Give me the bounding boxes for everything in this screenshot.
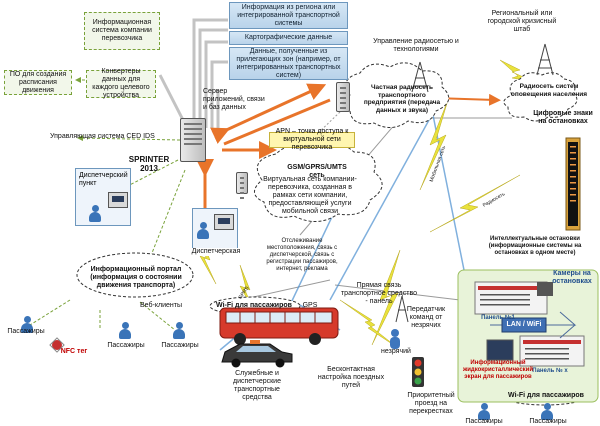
label-radio-mgmt: Управление радиосетью и технологиями [373,38,459,53]
dispatcher-person-1 [88,205,102,223]
portal-cloud [76,252,194,298]
radio-server [336,82,350,112]
label-ced-ids: Управляющая система CED IDS [50,133,155,140]
label-lcd-screen: Информационный жидкокристаллический экра… [462,360,534,380]
label-private-radio: Частная радиосеть транспортного предприя… [363,84,441,114]
label-dispatch-point: Диспетчерский пункт [79,172,128,187]
server-data-links [192,18,228,130]
label-passengers-2: Пассажиры [107,342,145,349]
dispatch-point-monitor [108,192,128,208]
label-lan-wifi: LAN / WiFi [506,321,542,328]
box-apn: APN – точка доступа к виртуальной сети п… [269,128,355,151]
link-company-system [158,74,185,121]
central-server [180,118,206,162]
box-po-schedule: ПО для создания расписания движения [4,70,72,95]
label-alert-network: Радиосеть систем оповещения населения [510,83,588,98]
alert-cloud [503,72,578,122]
label-panel-1: Панель №1 [481,315,515,321]
nfc-tag-shape [52,340,62,350]
radio-tower-2 [536,43,554,76]
label-passengers-1: Пассажиры [7,328,45,335]
label-passengers-3: Пассажиры [161,342,199,349]
label-dispatch: Диспетчерская [186,248,246,256]
label-transmitter: Передатчик команд от незрячих [406,306,446,329]
box-adjacent-zones: Данные, полученные из прилегающих зон (н… [229,47,348,80]
label-cameras: Камеры на остановках [552,270,592,285]
passenger-icon-4 [477,403,491,421]
label-virtual-net: Виртуальная сеть компании-перевозчика, с… [263,176,357,215]
label-digital-signs: Цифровые знаки на остановках [533,110,593,125]
label-direct-link: Прямая связь транспортное средство - пан… [340,282,418,305]
label-priority: Приоритетный проезд на перекрестках [407,392,455,415]
label-gps: GPS [302,302,318,309]
radio-tower-1 [411,61,429,93]
label-service-vehicles: Служебные и диспетчерские транспортные с… [233,370,281,401]
lcd-monitor [486,339,514,361]
label-regional-hq: Региональный или городской кризисный шта… [487,10,557,33]
dispatch-room-monitor [214,214,234,230]
label-passengers-4: Пассажиры [465,418,503,425]
passenger-icon-3 [172,322,186,340]
label-info-portal: Информационный портал (информация о сост… [90,266,182,289]
label-blind: незрячий [381,348,411,355]
gsm-server [236,172,248,194]
box-cartography: Картографические данные [229,31,348,45]
passenger-icon-2 [118,322,132,340]
label-wifi-bus: Wi-Fi для пассажиров [216,302,292,309]
blind-person [390,329,400,349]
bus [219,307,339,345]
box-converters: Конвертеры данных для каждого целевого у… [86,68,156,99]
lan-wifi-bar [501,317,547,333]
dispatcher-person-2 [196,222,210,240]
service-car [221,340,293,368]
digital-sign-screen [568,142,578,226]
label-contactless: Бесконтактная настройка поездных путей [317,366,385,389]
box-region-info: Информация из региона или интегрированно… [229,2,348,29]
label-tracking: Отслеживание местоположения, связь с дис… [266,238,338,272]
stop-camera [537,282,553,296]
label-sprinter: SPRINTER 2013 [128,155,170,173]
label-panel-x: Панель № x [532,368,568,374]
passenger-icon-5 [540,403,554,421]
label-gsm: GSM/GPRS/UMTS сеть [287,164,347,179]
label-nfc: NFC тег [60,348,88,355]
label-smart-stops: Интеллектуальные остановки (информационн… [488,236,582,256]
digital-sign-dots [570,146,576,202]
box-company-system: Информационная система компании перевозч… [84,12,160,50]
label-web-clients: Веб-клиенты [140,302,182,309]
label-wifi-stop: Wi-Fi для пассажиров [508,392,584,399]
label-app-server: Сервер приложений, связи и баз данных [203,88,265,111]
passenger-icon-1 [20,316,34,334]
orange-arrows [196,83,501,234]
radio-tower-3 [395,295,409,323]
traffic-light [412,357,424,387]
radio-cloud [342,62,450,128]
label-passengers-5: Пассажиры [529,418,567,425]
